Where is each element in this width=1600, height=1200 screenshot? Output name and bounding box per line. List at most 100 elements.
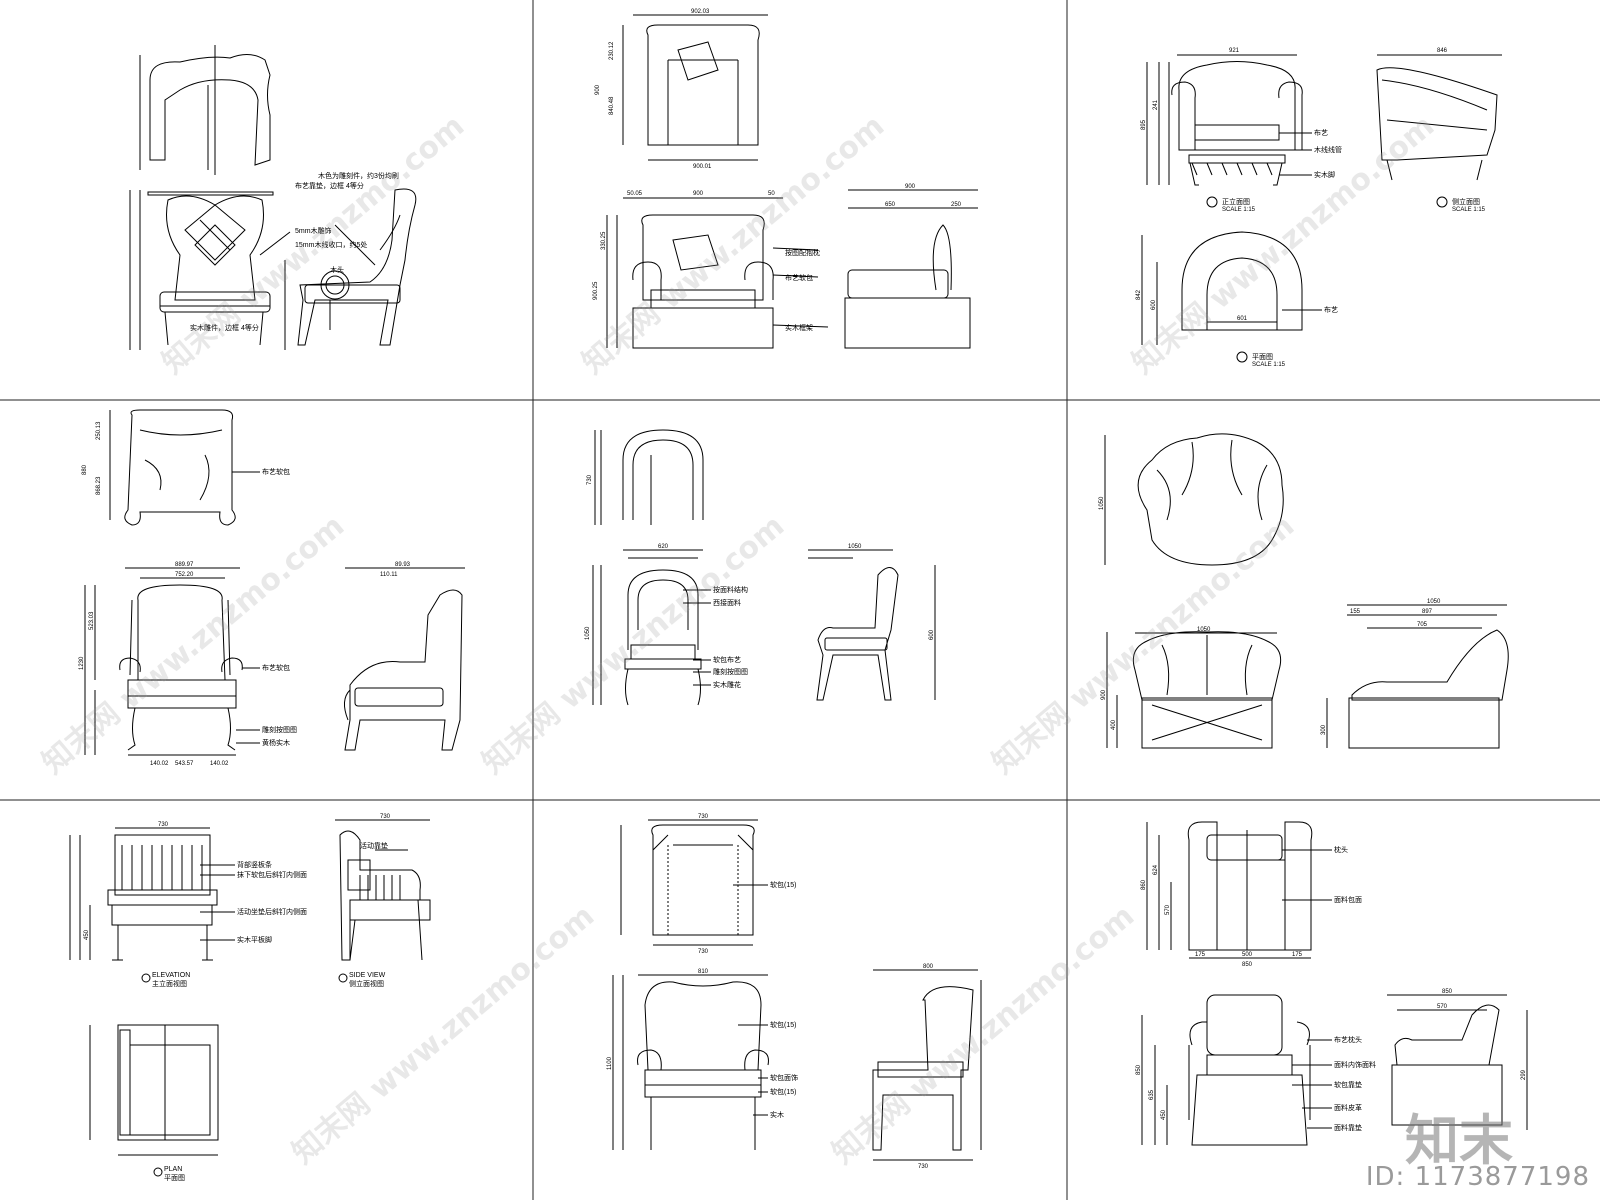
label-8-2: 软包面饰 xyxy=(770,1073,798,1082)
dim-8-5: 730 xyxy=(918,1164,929,1170)
dim-9-4: 175 xyxy=(1195,952,1206,958)
label-3-3: 布艺 xyxy=(1324,305,1338,314)
dim-4-12: 140.02 xyxy=(210,761,229,767)
dim-4-5: 523.03 xyxy=(89,611,95,630)
label-2-1: 布艺软包 xyxy=(785,273,813,282)
title-3-2: 平面图 xyxy=(1252,353,1273,361)
label-5-2: 软包布艺 xyxy=(713,655,741,664)
label-1-2: 5mm木雕饰 xyxy=(295,226,332,235)
label-7-4: 活动靠垫 xyxy=(360,841,388,850)
label-4-1: 布艺软包 xyxy=(262,663,290,672)
dim-6-5: 705 xyxy=(1417,622,1428,628)
dim-5-9: 1050 xyxy=(848,544,862,550)
panel-2: 902.03 230.12 840.48 900 900.01 50.05 90… xyxy=(533,0,1067,400)
label-8-0: 软包(15) xyxy=(770,880,796,889)
dim-6-4: 897 xyxy=(1422,609,1433,615)
dim-4-16: 110.11 xyxy=(380,572,398,578)
dim-9-2: 570 xyxy=(1165,904,1171,915)
label-8-3: 软包(15) xyxy=(770,1087,796,1096)
dim-3-4: 241 xyxy=(1153,99,1159,110)
title-7-4: PLAN xyxy=(164,1166,182,1173)
id-label: ID: 1173877198 xyxy=(1365,1162,1590,1192)
dim-6-8: 300 xyxy=(1321,724,1327,735)
dim-9-6: 175 xyxy=(1292,952,1303,958)
dim-8-4: 800 xyxy=(923,964,934,970)
panel-1: 木色为雕刻件，约3份均刷 布艺靠垫，边框 4等分 5mm木雕饰 15mm木线收口… xyxy=(0,0,533,400)
label-4-3: 黄杨实木 xyxy=(262,738,290,747)
label-5-4: 实木雕花 xyxy=(713,680,741,689)
dim-4-2: 868.23 xyxy=(96,476,102,495)
dim-9-10: 850 xyxy=(1136,1064,1142,1075)
dim-5-1: 620 xyxy=(658,544,669,550)
dim-4-1: 880 xyxy=(82,464,88,475)
title-3-0: 正立面图 xyxy=(1222,197,1250,206)
label-1-0: 木色为雕刻件，约3份均刷 xyxy=(318,171,399,180)
dim-2-8: 330.25 xyxy=(601,231,607,250)
label-7-1: 抹下软包后斜钉内侧面 xyxy=(237,870,307,879)
panel-4: 250.13 880 868.23 布艺软包 889.97 752.20 140… xyxy=(0,400,533,800)
dim-3-13: 600 xyxy=(1151,299,1157,310)
title-7-0: ELEVATION xyxy=(152,972,190,979)
dim-3-6: 895 xyxy=(1141,119,1147,130)
title-7-1: 主立面视图 xyxy=(152,979,187,988)
panel-6: 1050 1050 900 400 1050 155 897 705 300 xyxy=(1067,400,1600,800)
dim-7-0: 730 xyxy=(158,822,169,828)
dim-4-3: 889.97 xyxy=(175,562,194,568)
dim-9-8: 850 xyxy=(1442,989,1453,995)
panel-8: 730 730 软包(15) 810 1100 软包(15) 软包面饰 软包(1… xyxy=(533,800,1067,1200)
label-2-0: 按图配抱枕 xyxy=(785,248,820,257)
dim-8-0: 730 xyxy=(698,814,709,820)
dim-9-14: 299 xyxy=(1521,1069,1527,1080)
label-3-1: 木线线管 xyxy=(1314,145,1342,154)
label-9-2: 布艺枕头 xyxy=(1334,1035,1362,1044)
panel-7: 730 450 背部竖板条 抹下软包后斜钉内侧面 活动坐垫后斜钉内侧面 实木平板… xyxy=(0,800,533,1200)
label-1-1: 布艺靠垫，边框 4等分 xyxy=(295,181,364,190)
label-7-2: 活动坐垫后斜钉内侧面 xyxy=(237,907,307,916)
dim-2-9: 900.25 xyxy=(593,281,599,300)
label-8-1: 软包(15) xyxy=(770,1020,796,1029)
dim-6-1: 1050 xyxy=(1197,627,1211,633)
dim-4-10: 140.02 xyxy=(150,761,169,767)
scale-3-0: SCALE 1:15 xyxy=(1222,207,1256,213)
dim-6-7: 400 xyxy=(1111,719,1117,730)
dim-8-1: 730 xyxy=(698,949,709,955)
title-7-5: 平面图 xyxy=(164,1174,185,1182)
label-9-6: 面料靠垫 xyxy=(1334,1123,1362,1132)
label-9-3: 面料内饰面料 xyxy=(1334,1060,1376,1069)
dim-7-2: 730 xyxy=(380,814,391,820)
dim-3-10: 846 xyxy=(1437,48,1448,54)
dim-4-6: 1230 xyxy=(79,656,85,670)
dim-9-0: 860 xyxy=(1141,879,1147,890)
dim-6-3: 155 xyxy=(1350,609,1361,615)
dim-9-11: 635 xyxy=(1149,1089,1155,1100)
dim-5-4: 1050 xyxy=(585,626,591,640)
title-7-2: SIDE VIEW xyxy=(349,972,386,979)
dim-4-0: 250.13 xyxy=(96,421,102,440)
dim-6-0: 1050 xyxy=(1099,496,1105,510)
dim-8-2: 810 xyxy=(698,969,709,975)
panel-3: 921 895 241 布艺 木线线管 实木脚 正立面图 SCALE 1:15 … xyxy=(1067,0,1600,400)
dim-9-13: 450 xyxy=(1161,1109,1167,1120)
scale-3-2: SCALE 1:15 xyxy=(1252,362,1286,368)
dim-5-10: 600 xyxy=(929,629,935,640)
label-1-4: 木头 xyxy=(330,265,344,274)
title-7-3: 侧立面视图 xyxy=(349,979,384,988)
dim-6-6: 900 xyxy=(1101,689,1107,700)
label-9-4: 软包靠垫 xyxy=(1334,1080,1362,1089)
dim-4-15: 89.93 xyxy=(395,562,411,568)
dim-2-1: 230.12 xyxy=(609,41,615,60)
dim-5-0: 730 xyxy=(587,474,593,485)
dim-3-12: 842 xyxy=(1136,289,1142,300)
label-1-5: 实木雕件，边框 4等分 xyxy=(190,323,259,332)
label-5-0: 按面料结构 xyxy=(713,585,748,594)
logo: 知末 xyxy=(1405,1109,1513,1172)
dim-9-5: 500 xyxy=(1242,952,1253,958)
dim-6-2: 1050 xyxy=(1427,599,1441,605)
dim-3-0: 921 xyxy=(1229,48,1240,54)
label-3-0: 布艺 xyxy=(1314,128,1328,137)
title-3-1: 侧立面图 xyxy=(1452,197,1480,206)
dim-9-9: 570 xyxy=(1437,1004,1448,1010)
panel-5: 730 620 1050 按面料结构 西接面料 软包布艺 雕刻按图图 实木雕花 … xyxy=(533,400,1067,800)
